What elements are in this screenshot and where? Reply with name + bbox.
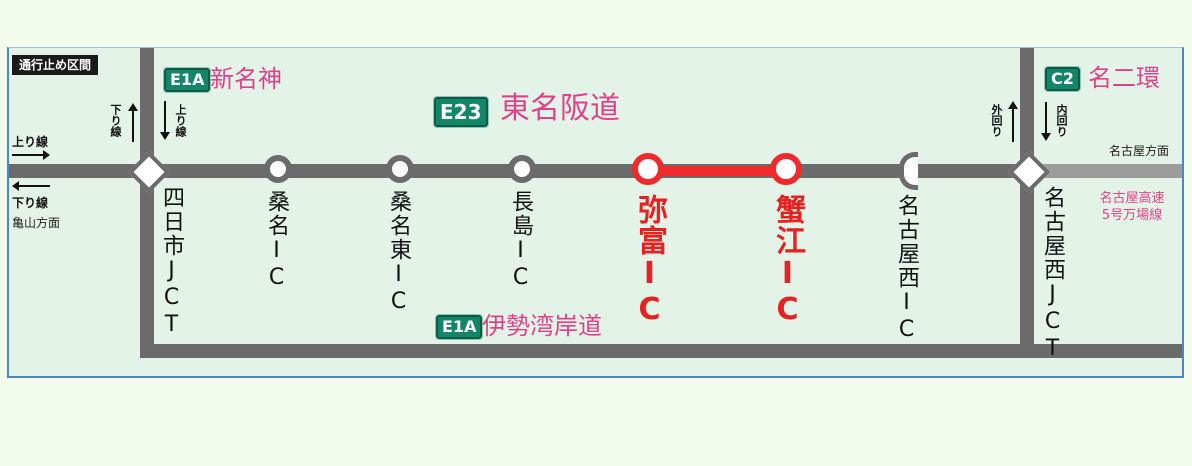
up-line-label-west: 上り線 [12, 135, 49, 149]
route-shield-e23: E23 [433, 96, 489, 128]
label-nagashima-ic: 長島IC [508, 190, 533, 292]
main-road [147, 164, 1027, 178]
route-name-shinmeishin: 新名神 [210, 65, 282, 93]
kuwana-ic-node[interactable] [264, 155, 292, 183]
kanie-ic-node[interactable] [770, 153, 802, 185]
nagoya-direction-label: 名古屋方面 [1109, 144, 1170, 158]
label-kuwana-higashi-ic: 桑名東IC [386, 190, 411, 316]
label-yatomi-ic: 弥富IC [632, 194, 667, 328]
nagoya-expressway-route5-label: 名古屋高速 5号万場線 [1099, 191, 1165, 223]
up-line-label-yokkaichi: 上り線 [174, 104, 187, 137]
yokkaichi-vertical-road [140, 48, 154, 358]
label-yokkaichi-jct: 四日市JCT [159, 186, 184, 339]
label-nagoya-nishi-ic: 名古屋西IC [894, 194, 919, 344]
yatomi-ic-node[interactable] [632, 153, 664, 185]
route-name-meinikan: 名二環 [1088, 64, 1160, 92]
route-name-higashimeihan: 東名阪道 [500, 91, 620, 126]
label-nagoya-nishi-jct: 名古屋西JCT [1040, 186, 1065, 363]
route-shield-e1a-shinmeishin: E1A [162, 67, 212, 93]
arrow-up-icon [128, 103, 138, 142]
closed-segment [650, 166, 788, 176]
arrow-right-icon [12, 150, 50, 160]
outer-loop-label: 外回り [990, 104, 1003, 137]
main-road-west [9, 164, 147, 178]
label-kuwana-ic: 桑名IC [264, 190, 289, 292]
route-shield-c2: C2 [1044, 66, 1081, 92]
arrow-up-icon [1008, 101, 1018, 142]
down-line-label-west: 下り線 [12, 196, 49, 210]
isewangan-road [140, 344, 1030, 358]
label-kanie-ic: 蟹江IC [770, 194, 805, 328]
arrow-left-icon [12, 181, 50, 191]
arrow-down-icon [160, 101, 170, 140]
closed-section-legend: 通行止め区間 [12, 55, 99, 75]
inner-loop-label: 内回り [1055, 104, 1068, 137]
route-map-panel [7, 47, 1184, 378]
east-road [1027, 164, 1182, 178]
nagoya-nishi-ic-node[interactable] [899, 152, 918, 190]
down-line-label-yokkaichi: 下り線 [109, 104, 122, 137]
route-name-isewangan: 伊勢湾岸道 [482, 312, 602, 340]
south-east-road [1020, 344, 1182, 358]
meinikan-vertical-road [1020, 48, 1034, 358]
kameyama-direction-label: 亀山方面 [12, 216, 61, 230]
nagashima-ic-node[interactable] [508, 155, 536, 183]
arrow-down-icon [1041, 102, 1051, 141]
route-shield-e1a-isewangan: E1A [434, 314, 484, 340]
kuwana-higashi-ic-node[interactable] [386, 155, 414, 183]
